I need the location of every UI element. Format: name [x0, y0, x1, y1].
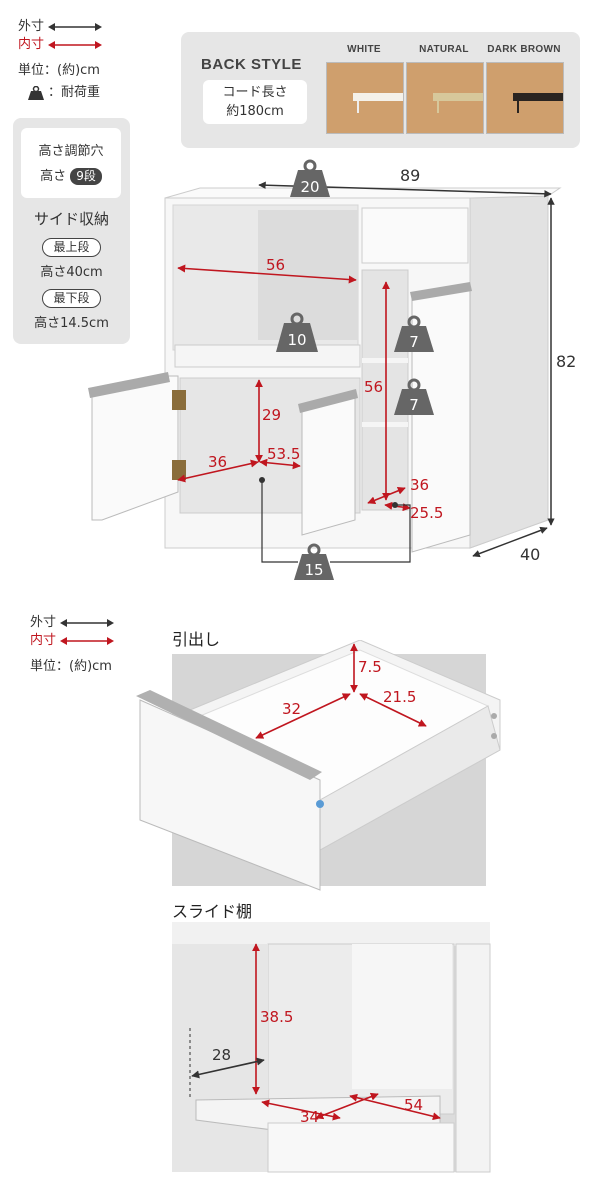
svg-text:7: 7	[409, 333, 419, 351]
lower-depth-value: 53.5	[267, 445, 300, 463]
cord-band-dark-brown	[513, 93, 563, 101]
legend-bottom: 外寸 内寸 単位：(約)cm	[30, 614, 115, 676]
cord-band-white	[353, 93, 403, 101]
legend-inner: 内寸	[18, 36, 103, 54]
weight-icon: 20	[290, 159, 330, 197]
side-width-value: 25.5	[410, 504, 443, 522]
slide-shelf-title: スライド棚	[172, 902, 253, 921]
shelf-depth-line	[349, 1093, 441, 1121]
drawer-width-line	[255, 693, 351, 739]
lower-depth-line	[259, 458, 301, 470]
inner-arrow-icon	[48, 41, 103, 49]
weight-icon: 15	[294, 543, 334, 580]
legend-outer: 外寸	[18, 18, 103, 36]
lower-height-value: 29	[262, 406, 281, 424]
legend-unit: 単位：(約)cm	[30, 659, 112, 674]
height-steps-badge: 9段	[70, 168, 102, 185]
top-shelf-height: 高さ40cm	[40, 265, 103, 280]
depth-dimension-line	[472, 526, 548, 558]
side-storage-title: サイド収納	[33, 210, 109, 228]
cord-tail	[517, 101, 519, 113]
legend-top: 外寸 内寸 単位：(約)cm ：耐荷重	[18, 18, 103, 102]
callout-dot	[392, 502, 398, 508]
legend-inner: 内寸	[30, 632, 115, 650]
back-style-title: BACK STYLE	[201, 56, 302, 73]
left-door[interactable]	[88, 372, 179, 521]
width-value: 89	[400, 166, 420, 185]
shelf-outer-width-line	[191, 1057, 265, 1079]
drawer-title: 引出し	[172, 630, 221, 649]
legend-outer: 外寸	[30, 614, 115, 632]
cabinet-diagram: 89 82 40 56 56 29 36 53.5 36 25.5 20 10 …	[88, 159, 576, 580]
bottom-shelf-pill: 最下段	[42, 289, 101, 308]
cord-tail	[437, 101, 439, 113]
side-info-panel: 高さ調節穴 高さ 9段 サイド収納 最上段 高さ40cm 最下段 高さ14.5c…	[13, 118, 130, 344]
legend-unit: 単位：(約)cm	[18, 63, 100, 78]
shelf-outer-width-value: 28	[212, 1046, 231, 1064]
svg-text:7: 7	[409, 396, 419, 414]
drawer-handle[interactable]	[136, 690, 322, 780]
depth-value: 40	[520, 545, 540, 564]
shelf-depth-value: 54	[404, 1096, 423, 1114]
cord-length-box: コード長さ 約180cm	[203, 80, 307, 124]
swatch-label-natural: NATURAL	[419, 44, 469, 55]
cord-band-natural	[433, 93, 483, 101]
height-hole-box: 高さ調節穴 高さ 9段	[21, 128, 121, 198]
top-shelf-pill: 最上段	[42, 238, 101, 257]
upper-width-value: 56	[266, 256, 285, 274]
side-height-value: 56	[364, 378, 383, 396]
drawer-height-value: 7.5	[358, 658, 382, 676]
svg-text:15: 15	[304, 561, 323, 579]
cord-tail	[357, 101, 359, 113]
inner-arrow-icon	[60, 637, 115, 645]
side-depth-line	[367, 486, 406, 505]
lower-width-value: 36	[208, 453, 227, 471]
cabinet-body	[164, 187, 562, 549]
swatch-label-white: WHITE	[347, 44, 381, 55]
middle-door[interactable]	[298, 389, 358, 536]
weight-icon: 7	[394, 315, 434, 352]
svg-text:20: 20	[300, 178, 319, 196]
legend-load: ：耐荷重	[18, 84, 102, 102]
bottom-shelf-height: 高さ14.5cm	[34, 316, 109, 331]
height-value: 82	[556, 352, 576, 371]
drawer-diagram: 7.5 32 21.5	[136, 640, 501, 891]
upper-width-line	[177, 264, 357, 284]
callout-line	[261, 480, 298, 563]
weight-icon	[28, 86, 44, 100]
slide-shelf-diagram: 38.5 28 34 54	[172, 922, 491, 1173]
swatch-dark-brown[interactable]	[486, 62, 564, 134]
svg-text:10: 10	[287, 331, 306, 349]
weight-icon: 10	[276, 312, 318, 352]
drawer-depth-value: 21.5	[383, 688, 416, 706]
swatch-white[interactable]	[326, 62, 404, 134]
shelf-width-value: 34	[300, 1108, 319, 1126]
swatch-label-dark-brown: DARK BROWN	[487, 44, 561, 55]
callout-dot	[259, 477, 265, 483]
swatch-natural[interactable]	[406, 62, 484, 134]
outer-arrow-icon	[60, 619, 115, 627]
drawer-depth-line	[359, 693, 427, 727]
side-depth-value: 36	[410, 476, 429, 494]
callout-line	[330, 504, 411, 563]
outer-arrow-icon	[48, 23, 103, 31]
shelf-height-value: 38.5	[260, 1008, 293, 1026]
back-style-panel: BACK STYLE コード長さ 約180cm WHITE NATURAL DA…	[181, 32, 580, 148]
lower-width-line	[177, 459, 259, 483]
weight-icon: 7	[394, 378, 434, 415]
drawer-width-value: 32	[282, 700, 301, 718]
